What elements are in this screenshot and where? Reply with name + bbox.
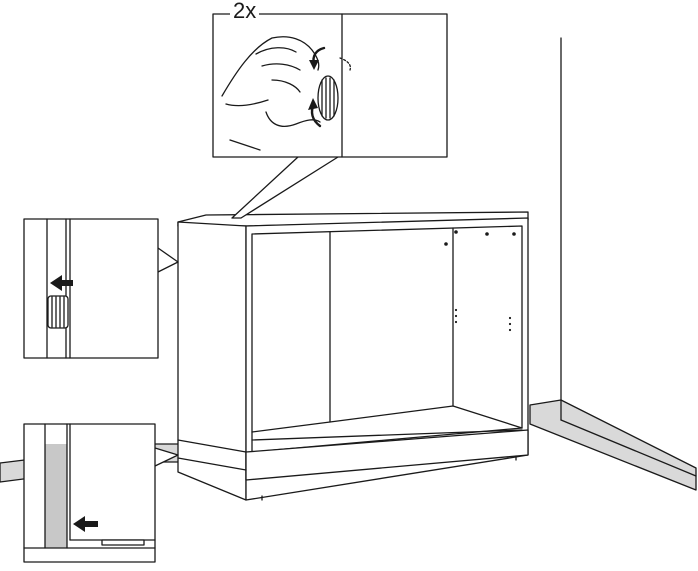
cabinet-front-opening [251,225,523,453]
arrow-left-icon [73,516,98,532]
callout-pointer-bottom [154,447,179,467]
foot-detail [101,539,145,546]
leveling-knob [317,75,339,121]
shelf-holes [444,230,516,332]
cabinet-left-side [177,221,247,501]
callout-box-middle [23,218,159,359]
hand-drawing [221,36,321,151]
callout-pointer-middle [157,247,179,273]
callout-box-bottom [23,423,156,563]
quantity-label: 2x [230,0,260,24]
callout-box-top [212,13,448,158]
knob-detail-middle [47,295,69,329]
cabinet-plinth [245,429,529,481]
skirting-board-right [529,399,697,491]
arrow-left-icon [50,275,73,291]
callout-pointer-top [231,156,339,219]
cabinet [177,211,529,501]
